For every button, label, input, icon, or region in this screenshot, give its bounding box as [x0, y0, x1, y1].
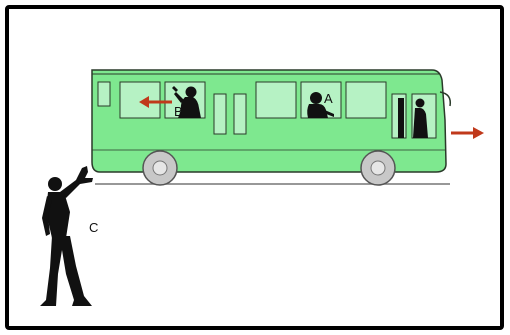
label-passenger-a: A: [324, 91, 333, 106]
bus-door-panel-2: [233, 93, 247, 135]
bus-window-small-front: [97, 81, 111, 107]
label-passenger-b: B: [174, 104, 183, 119]
label-observer-c: C: [89, 220, 98, 235]
bus-icon: [91, 69, 452, 186]
bus-window-5: [345, 81, 387, 119]
passenger-b-silhouette: [172, 86, 201, 118]
person-silhouette-icon: [40, 166, 93, 306]
bus-window-1: [119, 81, 161, 119]
bus-wheel-front: [142, 150, 178, 186]
bus-door-panel-1: [213, 93, 227, 135]
left-arrow-icon: [139, 96, 172, 108]
right-arrow-icon: [451, 127, 484, 139]
bus-wheel-rear: [360, 150, 396, 186]
passenger-a-silhouette: [307, 92, 334, 118]
bus-window-3: [255, 81, 297, 119]
bus-mirror: [439, 91, 452, 107]
driver-silhouette: [398, 98, 428, 138]
